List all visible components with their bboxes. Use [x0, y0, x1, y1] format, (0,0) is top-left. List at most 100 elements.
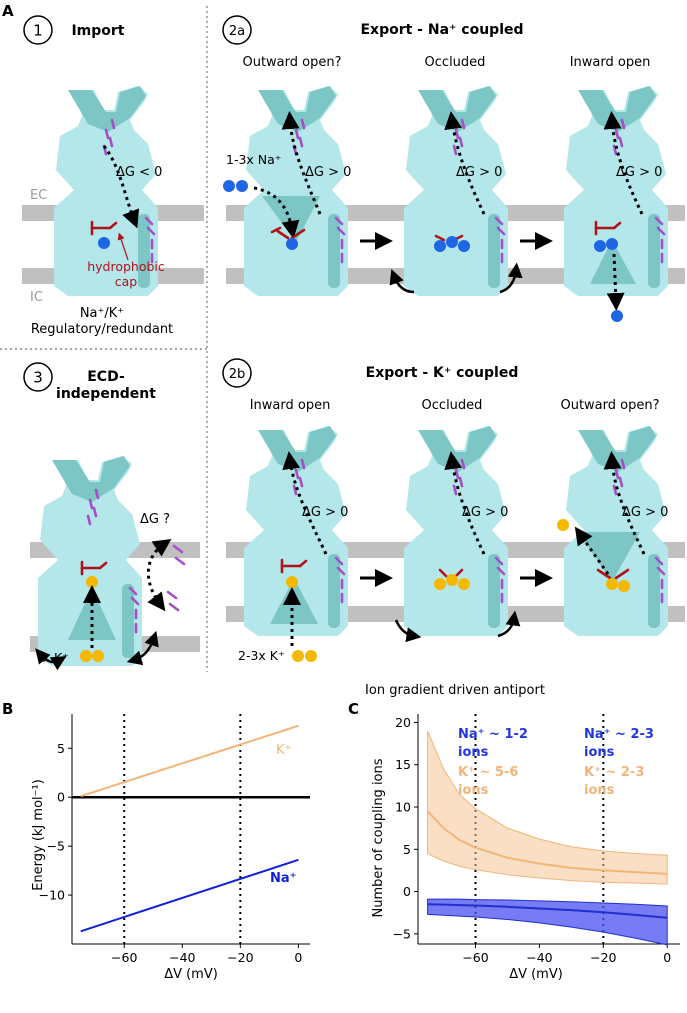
cap-label-2: cap	[115, 274, 138, 289]
chart-b-legend-na: Na⁺	[270, 871, 297, 886]
na-ion-2a-2a	[434, 240, 446, 252]
y-tick-label: 0	[403, 884, 411, 899]
dg-2a-1: ΔG > 0	[305, 165, 351, 180]
section-1-title: Import	[71, 23, 124, 39]
cap-pointer	[117, 232, 129, 261]
role-label-1: Na⁺/K⁺	[80, 306, 124, 321]
x-tick-label: −20	[227, 950, 253, 965]
dg-2a-3: ΔG > 0	[616, 165, 662, 180]
series-band-0	[427, 730, 668, 885]
dg-2b-2: ΔG > 0	[462, 505, 508, 520]
k-exit-arrow-2b	[574, 526, 610, 575]
section-2a-number: 2a	[229, 24, 245, 39]
state-2a-1: Outward open?	[242, 55, 341, 70]
caps-2a	[270, 220, 622, 242]
k-ion-2b-released	[557, 519, 569, 531]
panel-letter-c: C	[348, 700, 359, 718]
chart-c-xlabel: ΔV (mV)	[509, 967, 563, 982]
series-band-1	[427, 898, 668, 946]
x-tick-label: 0	[663, 950, 671, 965]
section-2b-title: Export - K⁺ coupled	[366, 365, 519, 381]
k-ion-2b-2c	[458, 578, 470, 590]
k-ion-3c	[92, 650, 104, 662]
cap-label-1: hydrophobic	[87, 259, 165, 274]
section-export-na: 2a Export - Na⁺ coupled Outward open? Oc…	[222, 15, 685, 322]
section-export-k: 2b Export - K⁺ coupled Inward open Occlu…	[222, 358, 685, 698]
y-tick-label: 10	[395, 800, 411, 815]
transporter-2b-outward	[562, 424, 670, 638]
chart-c-ylabel: Number of coupling ions	[371, 758, 386, 917]
na-ion-2a-2c	[458, 240, 470, 252]
role-label-2: Regulatory/redundant	[31, 322, 173, 337]
annot-na-left-1: Na⁺ ~ 1-2	[458, 727, 528, 742]
k-ion-2b-in-2	[305, 650, 317, 662]
ions-label-2b: 2-3x K⁺	[238, 648, 285, 663]
transporter-2b-occluded	[402, 424, 510, 638]
series-line-1	[80, 858, 299, 933]
annot-k-left-2: ions	[458, 783, 489, 798]
outward-funnel-2b	[578, 532, 640, 582]
section-2a-badge	[222, 15, 252, 45]
section-ecd-independent: 3 ECD- independent ΔG ? ?x K⁺	[23, 362, 200, 671]
y-tick-label: −5	[393, 926, 411, 941]
section-3-title-1: ECD-	[87, 369, 125, 385]
dg-2a-2: ΔG > 0	[456, 165, 502, 180]
k-ion-3a	[86, 576, 98, 588]
section-import: 1 Import EC IC ΔG < 0 hydrophobic cap Na…	[22, 15, 204, 337]
na-ion-2a-out-1	[223, 180, 235, 192]
annot-na-left-2: ions	[458, 745, 489, 760]
transporter-2a-occluded	[402, 84, 510, 298]
state-2b-3: Outward open?	[560, 398, 659, 413]
k-ion-2b-3a	[606, 578, 618, 590]
y-tick-label: 0	[57, 790, 65, 805]
na-ion-2a-1	[286, 238, 298, 250]
series-line-1	[427, 903, 668, 919]
flex-arrow-2a-right	[499, 262, 523, 294]
flex-arrow-left-3	[35, 648, 67, 671]
annot-k-left-1: K⁺ ~ 5-6	[458, 765, 518, 780]
na-ion-2a-released	[611, 310, 623, 322]
na-entry-arrow-2a	[253, 186, 300, 239]
antiport-caption: Ion gradient driven antiport	[365, 683, 545, 698]
flex-arrow-2a-left	[389, 268, 415, 294]
dg-2b-1: ΔG > 0	[302, 505, 348, 520]
y-tick-label: 5	[57, 741, 65, 756]
series-line-0	[80, 724, 299, 798]
na-ion-2a-3b	[606, 238, 618, 250]
section-3-title-2: independent	[56, 386, 156, 402]
section-2b-number: 2b	[229, 367, 246, 382]
na-ion-2a-out-2	[236, 180, 248, 192]
na-ion-2a-3a	[594, 240, 606, 252]
dg-2b-3: ΔG > 0	[622, 505, 668, 520]
section-3-number: 3	[33, 369, 43, 387]
ions-label-2a: 1-3x Na⁺	[226, 152, 281, 167]
inward-funnel-3	[68, 588, 116, 640]
ions-label-3: ?x K⁺	[36, 650, 69, 665]
transporter-2a-outward	[242, 84, 350, 298]
annot-na-right-2: ions	[584, 745, 615, 760]
section-1-badge	[23, 15, 53, 45]
annot-k-right-1: K⁺ ~ 2-3	[584, 765, 644, 780]
section-1-number: 1	[33, 22, 43, 40]
label-ic: IC	[30, 290, 43, 305]
annot-na-right-1: Na⁺ ~ 2-3	[584, 727, 654, 742]
x-tick-label: 0	[294, 950, 302, 965]
x-tick-label: −40	[169, 950, 195, 965]
hydrophobic-cap-import	[90, 220, 118, 236]
k-ion-2b-2a	[434, 578, 446, 590]
flex-arrow-2b-right	[497, 610, 521, 638]
na-ion-import	[98, 237, 110, 249]
state-2b-1: Inward open	[250, 398, 331, 413]
caps-2b	[280, 558, 630, 580]
state-2a-2: Occluded	[425, 55, 486, 70]
chart-b-ylabel: Energy (kJ mol⁻¹)	[31, 779, 46, 891]
hydrophobic-cap-3	[80, 560, 108, 576]
k-ion-2b-in-1	[292, 650, 304, 662]
k-ion-3b	[80, 650, 92, 662]
panel-letter-b: B	[2, 700, 13, 718]
na-ion-2a-2b	[446, 236, 458, 248]
x-tick-label: −20	[590, 950, 616, 965]
